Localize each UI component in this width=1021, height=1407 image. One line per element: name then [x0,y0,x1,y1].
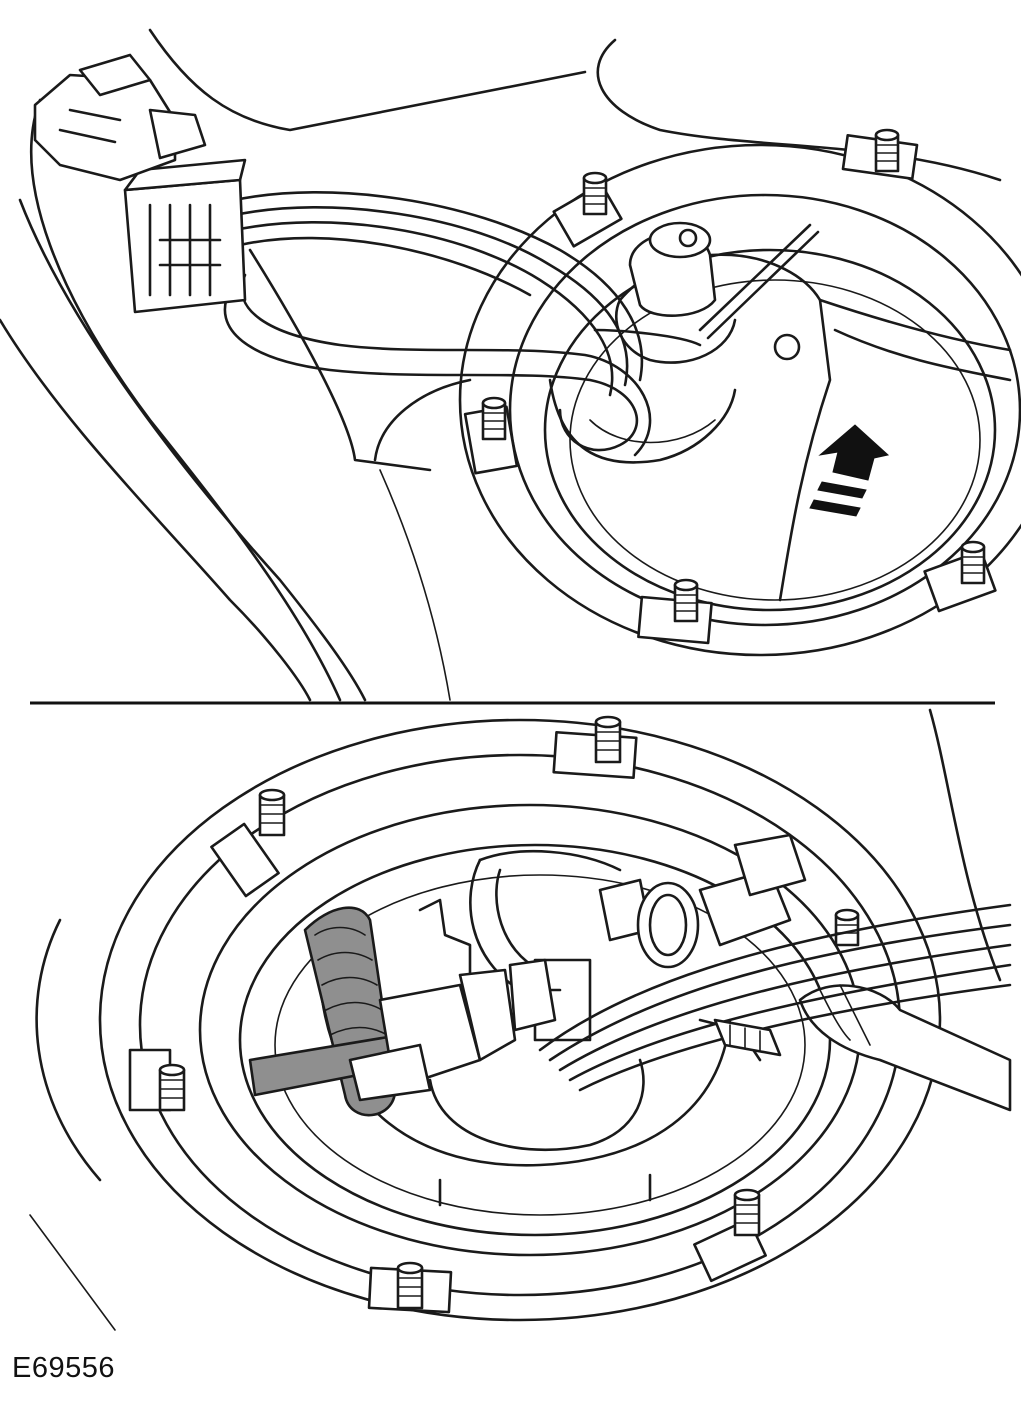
ring-studs [481,128,986,623]
bottom-panel [29,708,1012,1331]
stud [258,788,286,837]
outlet-cap [615,221,737,364]
stud [733,1188,761,1237]
stud [594,715,622,764]
pump-mounting-ring [98,718,942,1322]
stud [673,578,699,623]
electrical-connector [123,158,247,314]
quick-connector [348,958,557,1102]
stud [582,171,608,216]
pump-module [548,223,1012,602]
direction-up-arrow [809,424,890,517]
pump-mounting-ring [458,143,1021,657]
wiring-harness [223,191,702,457]
outlet-fitting [598,833,807,969]
stud [158,1063,186,1112]
stud [481,396,507,441]
inline-connector [33,53,207,182]
figure-reference-code: E69556 [12,1352,115,1384]
stud [834,908,860,947]
stud [960,540,986,585]
stud [874,128,900,173]
stud [396,1261,424,1310]
breather-nipple [713,1018,782,1057]
tank-panel-outline [29,708,1002,1331]
top-panel [0,28,1021,702]
ring-studs [158,715,860,1310]
tank-panel-outline [0,28,1002,702]
